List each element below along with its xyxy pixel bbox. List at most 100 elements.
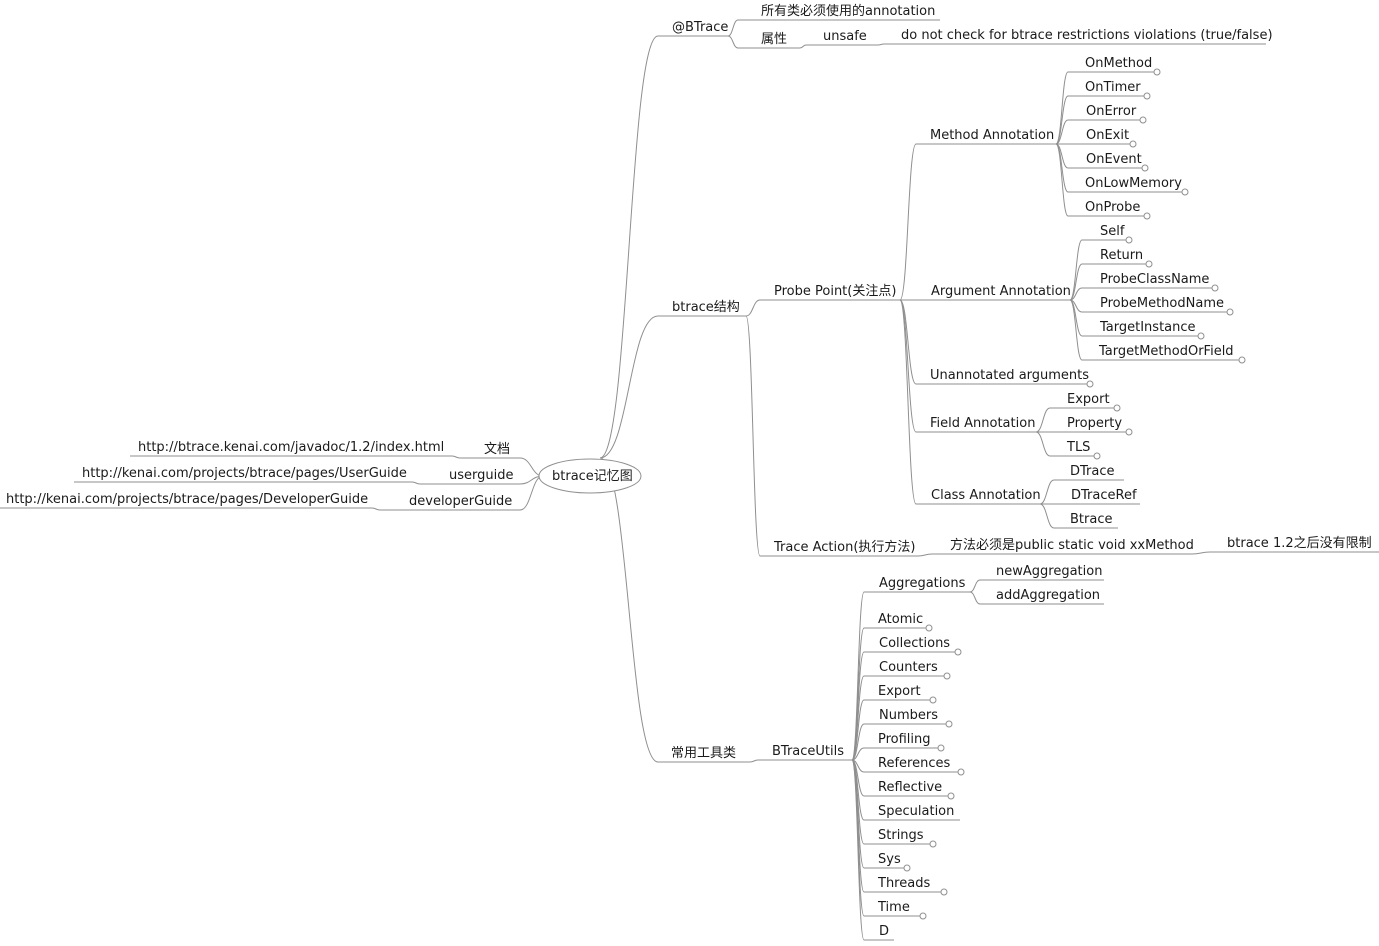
node-return[interactable]: Return — [1082, 248, 1153, 268]
expand-toggle-icon[interactable] — [919, 912, 927, 920]
node-arg_anno[interactable]: Argument Annotation — [916, 284, 1071, 301]
edge-method_must — [917, 553, 933, 557]
node-label: Reflective — [878, 780, 942, 795]
node-onevent[interactable]: OnEvent — [1068, 152, 1149, 172]
node-unsafe_desc[interactable]: do not check for btrace restrictions vio… — [884, 28, 1273, 45]
expand-toggle-icon[interactable] — [1125, 428, 1133, 436]
node-profiling[interactable]: Profiling — [864, 732, 945, 752]
expand-toggle-icon[interactable] — [1125, 236, 1133, 244]
node-onprobe[interactable]: OnProbe — [1068, 200, 1151, 220]
node-references[interactable]: References — [864, 756, 965, 776]
node-probeclassname[interactable]: ProbeClassName — [1082, 272, 1219, 292]
node-speculation[interactable]: Speculation — [864, 804, 960, 821]
expand-toggle-icon[interactable] — [1226, 308, 1234, 316]
node-label: 属性 — [761, 32, 787, 47]
expand-toggle-icon[interactable] — [1143, 92, 1151, 100]
node-collections[interactable]: Collections — [864, 636, 962, 656]
expand-toggle-icon[interactable] — [1129, 140, 1137, 148]
node-time[interactable]: Time — [864, 900, 927, 920]
node-onlowmemory[interactable]: OnLowMemory — [1068, 176, 1189, 196]
node-onerror[interactable]: OnError — [1068, 104, 1147, 124]
expand-toggle-icon[interactable] — [947, 792, 955, 800]
expand-toggle-icon[interactable] — [1086, 380, 1094, 388]
expand-toggle-icon[interactable] — [937, 744, 945, 752]
expand-toggle-icon[interactable] — [1211, 284, 1219, 292]
expand-toggle-icon[interactable] — [943, 672, 951, 680]
node-structure[interactable]: btrace结构 — [658, 300, 746, 317]
node-devguide_url[interactable]: http://kenai.com/projects/btrace/pages/D… — [0, 492, 372, 509]
node-targetmethodorfield[interactable]: TargetMethodOrField — [1082, 344, 1246, 364]
node-strings[interactable]: Strings — [864, 828, 937, 848]
node-label: btrace 1.2之后没有限制 — [1227, 536, 1372, 551]
edge-layer — [371, 19, 1211, 941]
node-label: ProbeClassName — [1100, 272, 1209, 287]
node-counters[interactable]: Counters — [864, 660, 951, 680]
expand-toggle-icon[interactable] — [1238, 356, 1246, 364]
expand-toggle-icon[interactable] — [925, 624, 933, 632]
node-property[interactable]: Property — [1050, 416, 1133, 436]
node-userguide_url[interactable]: http://kenai.com/projects/btrace/pages/U… — [74, 466, 412, 483]
node-onmethod[interactable]: OnMethod — [1068, 56, 1161, 76]
node-probe[interactable]: Probe Point(关注点) — [760, 284, 900, 301]
node-threads[interactable]: Threads — [864, 876, 948, 896]
node-tls[interactable]: TLS — [1050, 440, 1101, 460]
node-onexit[interactable]: OnExit — [1068, 128, 1137, 148]
expand-toggle-icon[interactable] — [1143, 212, 1151, 220]
node-btrace_c[interactable]: Btrace — [1054, 512, 1118, 529]
node-export_f[interactable]: Export — [1050, 392, 1121, 412]
node-addaggregation[interactable]: addAggregation — [980, 588, 1104, 605]
node-attr[interactable]: 属性 — [738, 32, 800, 49]
node-btrace_anno[interactable]: @BTrace — [658, 20, 728, 37]
expand-toggle-icon[interactable] — [1181, 188, 1189, 196]
node-doc_url[interactable]: http://btrace.kenai.com/javadoc/1.2/inde… — [130, 440, 452, 457]
expand-toggle-icon[interactable] — [1197, 332, 1205, 340]
node-unannotated[interactable]: Unannotated arguments — [916, 368, 1094, 388]
node-dtraceref[interactable]: DTraceRef — [1054, 488, 1140, 505]
node-label: OnLowMemory — [1085, 176, 1182, 191]
node-dtrace[interactable]: DTrace — [1054, 464, 1124, 481]
expand-toggle-icon[interactable] — [903, 864, 911, 872]
node-devguide[interactable]: developerGuide — [380, 494, 520, 511]
expand-toggle-icon[interactable] — [945, 720, 953, 728]
node-self[interactable]: Self — [1082, 224, 1133, 244]
node-all_classes[interactable]: 所有类必须使用的annotation — [738, 3, 940, 21]
node-probemethodname[interactable]: ProbeMethodName — [1082, 296, 1234, 316]
node-newaggregation[interactable]: newAggregation — [980, 564, 1104, 581]
expand-toggle-icon[interactable] — [954, 648, 962, 656]
node-unsafe[interactable]: unsafe — [806, 29, 878, 46]
node-doc[interactable]: 文档 — [460, 442, 520, 459]
node-method_must[interactable]: 方法必须是public static void xxMethod — [932, 537, 1194, 555]
expand-toggle-icon[interactable] — [1113, 404, 1121, 412]
expand-toggle-icon[interactable] — [940, 888, 948, 896]
node-userguide[interactable]: userguide — [420, 468, 520, 485]
node-label: OnProbe — [1085, 200, 1140, 215]
expand-toggle-icon[interactable] — [957, 768, 965, 776]
expand-toggle-icon[interactable] — [1141, 164, 1149, 172]
node-class_anno[interactable]: Class Annotation — [916, 488, 1041, 505]
node-btraceutils[interactable]: BTraceUtils — [758, 744, 852, 761]
node-numbers[interactable]: Numbers — [864, 708, 953, 728]
node-label: 文档 — [484, 442, 510, 457]
node-method_anno[interactable]: Method Annotation — [916, 128, 1056, 145]
node-reflective[interactable]: Reflective — [864, 780, 955, 800]
node-ontimer[interactable]: OnTimer — [1068, 80, 1151, 100]
expand-toggle-icon[interactable] — [929, 696, 937, 704]
node-export_u[interactable]: Export — [864, 684, 937, 704]
node-label: TLS — [1066, 440, 1090, 455]
node-trace_action[interactable]: Trace Action(执行方法) — [760, 539, 918, 557]
node-targetinstance[interactable]: TargetInstance — [1082, 320, 1205, 340]
node-label: Speculation — [878, 804, 954, 819]
expand-toggle-icon[interactable] — [1139, 116, 1147, 124]
node-aggregations[interactable]: Aggregations — [864, 576, 970, 593]
node-sys[interactable]: Sys — [864, 852, 911, 872]
node-atomic[interactable]: Atomic — [864, 612, 933, 632]
node-no_limit[interactable]: btrace 1.2之后没有限制 — [1210, 536, 1379, 553]
node-d[interactable]: D — [864, 924, 894, 941]
root-node[interactable]: btrace记忆图 — [538, 458, 642, 494]
expand-toggle-icon[interactable] — [1145, 260, 1153, 268]
expand-toggle-icon[interactable] — [1153, 68, 1161, 76]
node-tools[interactable]: 常用工具类 — [658, 746, 750, 763]
node-field_anno[interactable]: Field Annotation — [916, 416, 1036, 433]
expand-toggle-icon[interactable] — [929, 840, 937, 848]
expand-toggle-icon[interactable] — [1093, 452, 1101, 460]
